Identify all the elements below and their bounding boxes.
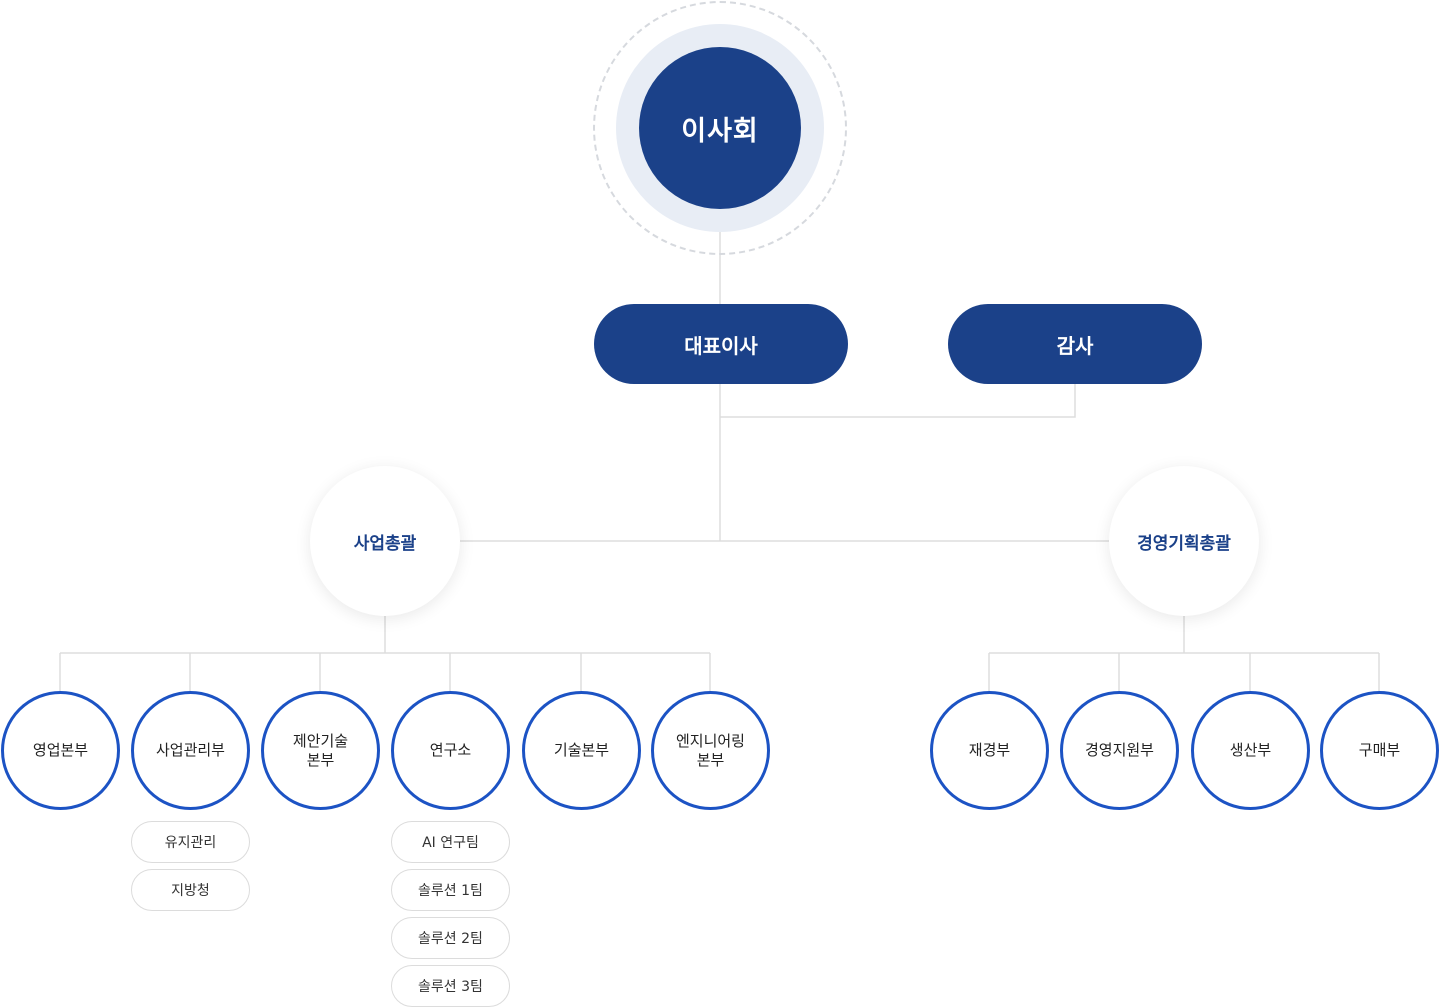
- subteam-label: 솔루션 2팀: [418, 931, 483, 947]
- audit-label: 감사: [1056, 333, 1094, 358]
- subteam-solution-2: 솔루션 2팀: [391, 917, 510, 959]
- dept-production: 생산부: [1191, 691, 1310, 810]
- board-outer-ring: [593, 1, 847, 255]
- ceo-node: 대표이사: [594, 304, 848, 384]
- dept-label: 재경부: [968, 741, 1011, 759]
- subteam-maintenance: 유지관리: [131, 821, 250, 863]
- dept-technology: 기술본부: [522, 691, 641, 810]
- business-division-node: 사업총괄: [310, 466, 460, 616]
- subteam-solution-1: 솔루션 1팀: [391, 869, 510, 911]
- dept-label: 엔지니어링 본부: [675, 731, 745, 769]
- dept-label: 영업본부: [32, 741, 89, 759]
- dept-management-support: 경영지원부: [1060, 691, 1179, 810]
- subteam-label: 지방청: [171, 883, 210, 899]
- dept-engineering: 엔지니어링 본부: [651, 691, 770, 810]
- subteam-regional-office: 지방청: [131, 869, 250, 911]
- subteam-label: 솔루션 3팀: [418, 979, 483, 995]
- dept-purchasing: 구매부: [1320, 691, 1439, 810]
- subteam-ai-research: AI 연구팀: [391, 821, 510, 863]
- management-division-label: 경영기획총괄: [1137, 533, 1231, 554]
- subteam-label: 솔루션 1팀: [418, 883, 483, 899]
- dept-label: 생산부: [1229, 741, 1272, 759]
- dept-sales: 영업본부: [1, 691, 120, 810]
- dept-label: 제안기술 본부: [292, 731, 349, 769]
- dept-label: 사업관리부: [155, 741, 225, 759]
- dept-research-lab: 연구소: [391, 691, 510, 810]
- subteam-label: 유지관리: [164, 835, 217, 851]
- dept-label: 구매부: [1358, 741, 1401, 759]
- management-division-node: 경영기획총괄: [1109, 466, 1259, 616]
- board-label: 이사회: [681, 115, 759, 147]
- audit-node: 감사: [948, 304, 1202, 384]
- dept-business-management: 사업관리부: [131, 691, 250, 810]
- ceo-label: 대표이사: [684, 333, 758, 358]
- dept-label: 연구소: [429, 741, 472, 759]
- board-node: 이사회: [639, 47, 801, 209]
- subteam-solution-3: 솔루션 3팀: [391, 965, 510, 1007]
- dept-finance: 재경부: [930, 691, 1049, 810]
- dept-label: 경영지원부: [1084, 741, 1154, 759]
- business-division-label: 사업총괄: [353, 533, 417, 554]
- dept-proposal-technology: 제안기술 본부: [261, 691, 380, 810]
- subteam-label: AI 연구팀: [422, 835, 479, 851]
- dept-label: 기술본부: [553, 741, 610, 759]
